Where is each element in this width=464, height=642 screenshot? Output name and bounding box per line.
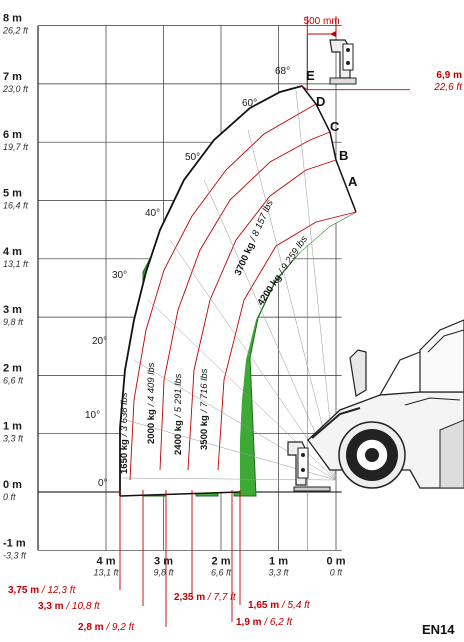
y-tick-label-ft: 23,0 ft (2, 84, 29, 94)
load-label: 2000 kg / 4 409 lbs (146, 362, 157, 444)
x-tick-label-ft: 13,1 ft (93, 567, 119, 577)
y-tick-label-ft: 19,7 ft (3, 142, 29, 152)
y-tick-label: 6 m (3, 129, 22, 141)
angle-ray (295, 89, 337, 481)
offset-label: 500 mm (304, 16, 340, 27)
reach-label: 2,35 m / 7,7 ft (174, 592, 237, 603)
angle-ray (247, 129, 337, 481)
y-tick-label-ft: 3,3 ft (3, 434, 24, 444)
x-tick-label: 1 m (269, 555, 288, 567)
envelope-base (119, 491, 241, 497)
extension-arc (159, 131, 331, 471)
x-tick-label-ft: 3,3 ft (268, 567, 289, 577)
boom-angle-label: 68° (275, 66, 290, 77)
boom-angle-label: 30° (112, 270, 127, 281)
reach-label: 3,75 m / 12,3 ft (8, 585, 76, 596)
boom-angle-label: 50° (185, 152, 200, 163)
machine-illustration (287, 39, 464, 492)
y-tick-label: 7 m (3, 71, 22, 83)
y-tick-label: -1 m (3, 537, 26, 549)
x-tick-label-ft: 0 ft (330, 567, 343, 577)
load-envelope (119, 85, 357, 497)
extension-position-c: C (330, 119, 340, 134)
max-height-line (301, 85, 308, 91)
boom-angle-label: 60° (242, 98, 257, 109)
max-height-m: 6,9 m (436, 70, 462, 81)
y-tick-label: 2 m (3, 362, 22, 374)
y-tick-label: 3 m (3, 304, 22, 316)
y-tick-label: 5 m (3, 188, 22, 200)
telehandler-icon (307, 319, 464, 489)
arrow-icon (330, 31, 336, 37)
reach-label: 2,8 m / 9,2 ft (78, 622, 135, 633)
x-tick-label: 0 m (327, 555, 346, 567)
max-height-ft: 22,6 ft (433, 82, 463, 93)
extension-position-b: B (339, 148, 348, 163)
y-tick-label-ft: 0 ft (3, 492, 16, 502)
boom-angle-label: 0° (98, 478, 108, 489)
y-tick-label-ft: 6,6 ft (3, 375, 24, 385)
reach-label: 1,65 m / 5,4 ft (248, 600, 311, 611)
angle-ray (203, 179, 337, 481)
y-tick-label: 0 m (3, 479, 22, 491)
x-tick-label: 4 m (97, 555, 116, 567)
boom-angle-label: 20° (92, 336, 107, 347)
x-tick-label-ft: 9,8 ft (153, 567, 174, 577)
envelope-outer (119, 85, 303, 496)
extension-position-a: A (348, 174, 358, 189)
extension-arc (129, 103, 317, 481)
y-tick-label-ft: 9,8 ft (3, 317, 24, 327)
y-tick-label-ft: 26,2 ft (2, 26, 29, 36)
extension-position-e: E (306, 68, 315, 83)
y-tick-label-ft: 16,4 ft (3, 201, 29, 211)
carriage-ground-icon (287, 441, 331, 492)
envelope-fill (120, 86, 356, 496)
x-tick-label-ft: 6,6 ft (211, 567, 232, 577)
extension-position-d: D (316, 94, 325, 109)
y-tick-label: 4 m (3, 246, 22, 258)
x-tick-label: 3 m (154, 555, 173, 567)
load-label: 1650 kg / 3 638 lbs (119, 392, 130, 474)
extension-arc (217, 211, 357, 471)
y-tick-label: 8 m (3, 13, 22, 25)
y-tick-label-ft: 13,1 ft (3, 259, 29, 269)
reach-label: 3,3 m / 10,8 ft (38, 601, 101, 612)
y-tick-label-ft: -3,3 ft (3, 550, 27, 560)
carriage-top-icon (329, 39, 357, 85)
reach-label: 1,9 m / 6,2 ft (236, 617, 293, 628)
y-tick-label: 1 m (3, 421, 22, 433)
x-tick-label: 2 m (212, 555, 231, 567)
boom-angle-label: 40° (145, 208, 160, 219)
extension-arc (187, 159, 337, 471)
boom-angle-label: 10° (85, 410, 100, 421)
load-label: 2400 kg / 5 291 lbs (173, 373, 184, 455)
footer-label: EN14 (422, 622, 455, 637)
load-label: 3500 kg / 7 716 lbs (199, 368, 210, 450)
